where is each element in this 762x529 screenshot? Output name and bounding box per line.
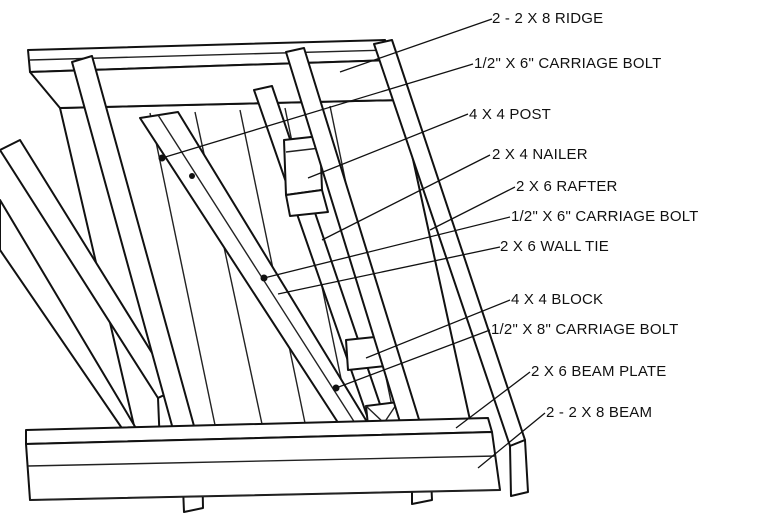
label-beam-plate: 2 X 6 BEAM PLATE (531, 363, 667, 380)
label-beam: 2 - 2 X 8 BEAM (546, 404, 653, 421)
label-nailer: 2 X 4 NAILER (492, 146, 588, 163)
post-member (283, 135, 329, 217)
label-carriage-bolt-mid: 1/2" X 6" CARRIAGE BOLT (511, 208, 699, 225)
leader-lines (161, 18, 546, 469)
label-block: 4 X 4 BLOCK (511, 291, 604, 308)
label-carriage-bolt-8: 1/2" X 8" CARRIAGE BOLT (491, 321, 679, 338)
beam-assembly (25, 417, 501, 501)
label-post: 4 X 4 POST (469, 106, 552, 123)
label-ridge: 2 - 2 X 8 RIDGE (492, 10, 604, 27)
rafter-far-right (373, 39, 529, 497)
label-wall-tie: 2 X 6 WALL TIE (500, 238, 609, 255)
label-carriage-bolt-top: 1/2" X 6" CARRIAGE BOLT (474, 55, 662, 72)
label-rafter: 2 X 6 RAFTER (516, 178, 618, 195)
